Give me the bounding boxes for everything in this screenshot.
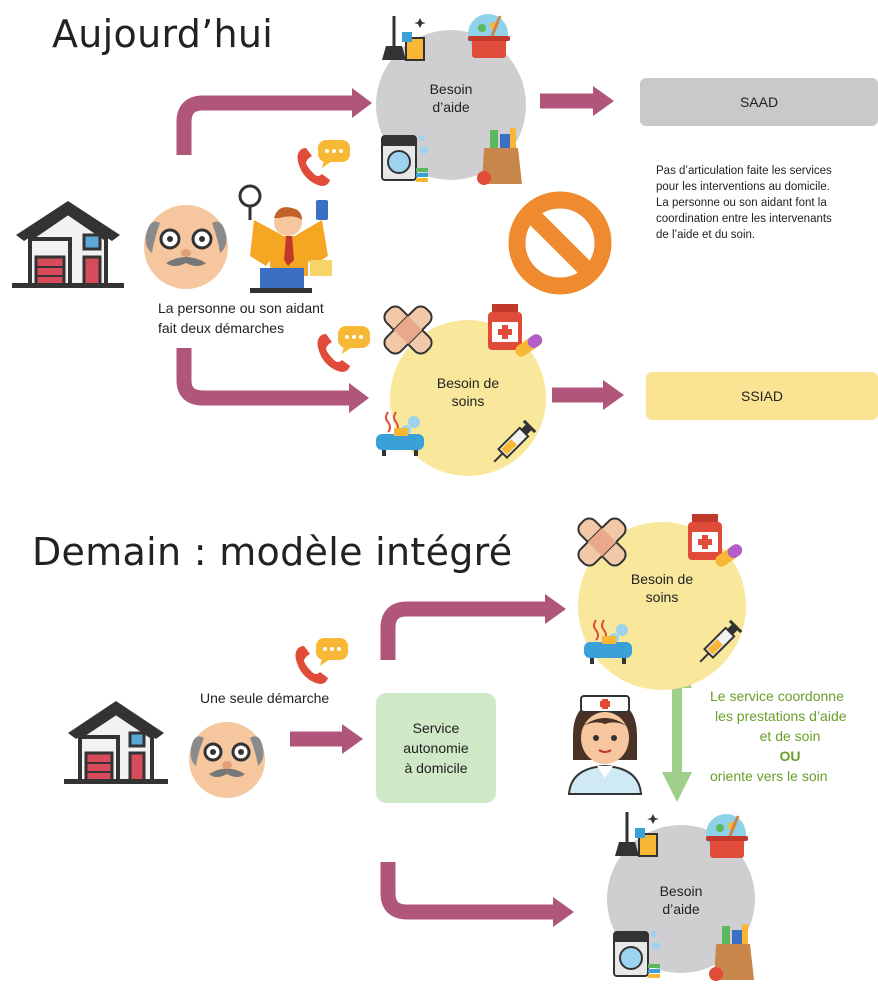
elderly-man-icon <box>189 722 265 798</box>
arrow-to-care-today <box>176 348 352 406</box>
cleaning-icon <box>615 812 659 857</box>
medicine-icon <box>488 304 543 357</box>
washing-machine-icon <box>381 135 428 182</box>
cooking-pot-icon <box>706 814 748 858</box>
syringe-icon <box>493 419 537 463</box>
arrow-to-aid-tomorrow <box>380 862 556 920</box>
single-step-label: Une seule démarche <box>200 690 330 706</box>
coord-or: OU <box>779 748 801 764</box>
phone-chat-icon <box>297 140 350 186</box>
bandage-icon <box>383 305 433 355</box>
aid-need-label-tomorrow: Besoin d’aide <box>659 883 703 917</box>
coord-line-2: les prestations d’aide <box>715 708 847 724</box>
bandage-icon <box>577 517 627 567</box>
nurse-icon <box>567 695 643 795</box>
aid-need-label-today: Besoin d’aide <box>429 81 473 115</box>
cooking-pot-icon <box>468 14 510 58</box>
medicine-icon <box>688 514 743 567</box>
service-autonomy-box: Service autonomie à domicile <box>376 693 496 803</box>
coord-line-4: oriente vers le soin <box>710 768 828 784</box>
bath-icon <box>584 619 632 664</box>
groceries-icon <box>709 924 754 981</box>
house-icon <box>64 701 168 784</box>
care-need-label-today: Besoin de soins <box>436 375 500 409</box>
phone-chat-icon <box>295 638 348 684</box>
syringe-icon <box>699 619 743 663</box>
forbidden-icon <box>508 191 612 295</box>
bath-icon <box>376 411 424 456</box>
title-today: Aujourd’hui <box>52 12 274 56</box>
coord-line-1: Le service coordonne <box>710 688 844 704</box>
busy-person-icon <box>238 184 332 293</box>
ssiad-box: SSIAD <box>646 372 878 420</box>
cleaning-icon <box>382 16 426 61</box>
coordination-note: Le service coordonne les prestations d’a… <box>710 686 878 786</box>
person-caption-today: La personne ou son aidant fait deux déma… <box>158 300 324 336</box>
washing-machine-icon <box>613 931 660 978</box>
elderly-man-icon <box>144 205 228 289</box>
house-icon <box>12 201 124 288</box>
arrow-to-care-tomorrow <box>380 601 548 660</box>
coord-line-3: et de soin <box>759 728 821 744</box>
care-need-label-tomorrow: Besoin de soins <box>630 571 694 605</box>
groceries-icon <box>477 128 522 185</box>
arrow-to-aid-today <box>176 95 355 155</box>
today-note: Pas d’articulation faite les services po… <box>656 165 832 241</box>
title-tomorrow: Demain : modèle intégré <box>32 530 513 574</box>
saad-box: SAAD <box>640 78 878 126</box>
phone-chat-icon <box>317 326 370 372</box>
